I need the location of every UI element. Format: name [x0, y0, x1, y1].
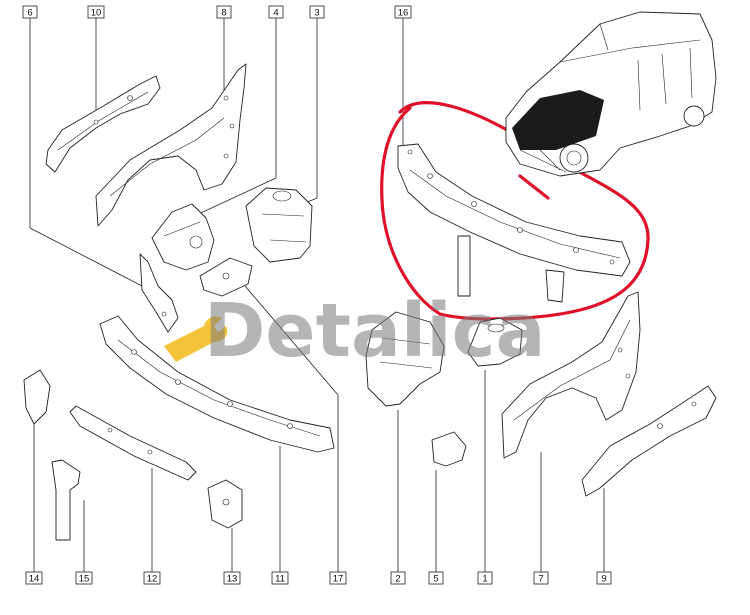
svg-text:4: 4	[273, 8, 278, 19]
svg-text:6: 6	[27, 8, 32, 19]
callout-16: 16	[394, 5, 412, 19]
svg-text:17: 17	[333, 574, 344, 585]
callout-12: 12	[143, 571, 161, 585]
part-10-reinforcement	[45, 75, 161, 173]
part-7-right-fender	[501, 291, 641, 459]
callout-7: 7	[533, 571, 549, 585]
svg-text:15: 15	[79, 574, 90, 585]
part-14-bracket	[23, 369, 51, 425]
part-15-upright	[51, 459, 81, 541]
part-16-upper-crossmember	[397, 143, 631, 303]
callout-13: 13	[223, 571, 241, 585]
part-1-strut-support	[467, 317, 523, 367]
callout-11: 11	[271, 571, 289, 585]
part-9-reinforcement	[581, 385, 717, 497]
part-3-shock-tower	[245, 187, 313, 263]
callout-labels: 6 10 8 4 3 16 14 15 12 13 11 17 2 5 1 7 …	[22, 5, 612, 585]
part-11-lower-crossmember	[99, 315, 335, 453]
part-4-wheel-arch-panel	[151, 203, 215, 271]
callout-lines	[29, 18, 605, 572]
svg-text:10: 10	[91, 8, 102, 19]
svg-text:12: 12	[147, 574, 158, 585]
part-5-gusset	[431, 431, 467, 467]
watermark-text: Detalica	[204, 288, 545, 374]
callout-5: 5	[428, 571, 444, 585]
svg-text:3: 3	[314, 8, 319, 19]
callout-6: 6	[22, 5, 38, 19]
svg-text:11: 11	[275, 574, 285, 585]
svg-text:5: 5	[433, 574, 438, 585]
callout-14: 14	[25, 571, 43, 585]
callout-3: 3	[309, 5, 325, 19]
svg-text:2: 2	[395, 574, 400, 585]
callout-17: 17	[329, 571, 347, 585]
part-2-headlamp-bracket	[365, 311, 445, 407]
part-13-plate	[207, 479, 243, 529]
svg-text:16: 16	[398, 8, 409, 19]
callout-8: 8	[216, 5, 232, 19]
watermark-logo: Detalica	[164, 288, 545, 374]
svg-text:8: 8	[221, 8, 226, 19]
svg-text:7: 7	[538, 574, 543, 585]
callout-2: 2	[390, 571, 406, 585]
part-17-bracket	[199, 257, 253, 297]
part-12-cross-bar	[69, 405, 197, 481]
svg-text:1: 1	[482, 574, 487, 585]
svg-text:13: 13	[227, 574, 238, 585]
callout-1: 1	[477, 571, 493, 585]
callout-4: 4	[268, 5, 284, 19]
part-8-left-fender	[95, 63, 247, 227]
callout-10: 10	[87, 5, 105, 19]
vehicle-thumbnail	[505, 11, 717, 177]
svg-text:9: 9	[601, 574, 606, 585]
svg-text:14: 14	[29, 574, 40, 585]
callout-9: 9	[596, 571, 612, 585]
callout-15: 15	[75, 571, 93, 585]
wrench-icon	[164, 316, 228, 362]
part-6-bracket	[139, 253, 179, 333]
